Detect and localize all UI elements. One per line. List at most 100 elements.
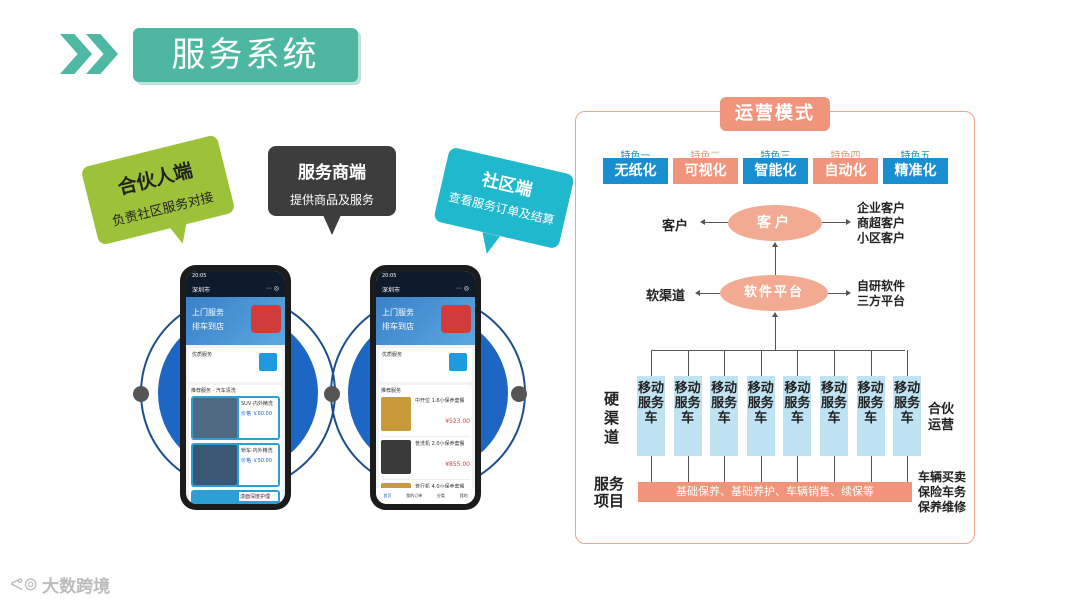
- chevron-icon: [60, 34, 92, 74]
- feature-box: 精准化: [883, 158, 948, 184]
- city-label: 深圳市: [382, 287, 401, 294]
- feature-box: 无纸化: [603, 158, 668, 184]
- list-header: 推荐服务: [381, 388, 402, 394]
- ops-title: 运营模式: [720, 97, 830, 131]
- connector: [775, 246, 776, 275]
- connector: [700, 293, 720, 294]
- car-image: [251, 305, 281, 333]
- connector: [828, 293, 848, 294]
- tab-bar: 首页 我的订单 分类 我的: [376, 488, 475, 504]
- car-connector: [834, 456, 835, 482]
- ring-dot: [133, 386, 149, 402]
- ring-dot: [511, 386, 527, 402]
- platform-right: 自研软件 三方平台: [857, 279, 905, 309]
- feature-tag: 特色一: [620, 151, 651, 162]
- item-name: 中开位 1.6小保养套餐: [415, 398, 465, 404]
- phone-screen: 20:05 深圳市 ⋯ ◎ 上门服务 排车到店 优质服务 推荐服务 · 汽车清洗…: [186, 271, 285, 504]
- service-type: 保险车务: [918, 485, 967, 499]
- list-item[interactable]: 中开位 1.6小保养套餐 ¥523.00: [381, 397, 470, 437]
- section-title: 优质服务: [192, 352, 213, 358]
- car-connector: [870, 456, 872, 482]
- section-title: 优质服务: [382, 352, 403, 358]
- customer-type: 企业客户: [857, 201, 906, 215]
- list-item[interactable]: SUV·内外精洗 价格 ￥60.00: [191, 396, 280, 440]
- nav-bar: 深圳市 ⋯ ◎: [376, 283, 475, 297]
- list-item[interactable]: 轿车·内外精洗 价格 ￥50.00: [191, 443, 280, 487]
- arrow-left-icon: [695, 290, 700, 296]
- list-item[interactable]: 普洗机 2.0小保养套餐 ¥855.00: [381, 440, 470, 480]
- car-connector: [687, 456, 689, 482]
- service-thumb: [193, 445, 237, 485]
- item-name: 轿车·内外精洗: [241, 448, 273, 454]
- item-price: 价格 ￥60.00: [241, 411, 272, 417]
- status-bar: 20:05: [376, 271, 475, 283]
- mobile-service-car: 移动服务车: [856, 376, 885, 456]
- arrow-right-icon: [846, 290, 851, 296]
- car-connector: [870, 350, 872, 376]
- quality-card: 优质服务: [189, 348, 282, 382]
- page-title: 服务系统: [133, 28, 358, 82]
- product-thumb: [381, 397, 411, 431]
- car-connector: [907, 456, 909, 482]
- feature-box: 智能化: [743, 158, 808, 184]
- car-connector: [907, 350, 909, 376]
- feature-box: 可视化: [673, 158, 738, 184]
- status-bar: 20:05: [186, 271, 285, 283]
- car-connector: [687, 350, 689, 376]
- list-header: 推荐服务 · 汽车清洗: [191, 388, 236, 394]
- community-bubble-tail: [477, 232, 501, 256]
- car-connector: [797, 456, 799, 482]
- tab-category[interactable]: 分类: [436, 493, 445, 498]
- mobile-service-car: 移动服务车: [893, 376, 922, 456]
- service-list: 推荐服务 中开位 1.6小保养套餐 ¥523.00 普洗机 2.0小保养套餐 ¥…: [379, 385, 472, 504]
- customer-right: 企业客户 商超客户 小区客户: [857, 201, 905, 246]
- connector: [775, 316, 776, 350]
- platform-left: 软渠道: [646, 289, 686, 304]
- customer-type: 商超客户: [857, 216, 906, 230]
- service-bar: 基础保养、基础养护、车辆销售、续保等: [638, 482, 912, 502]
- section-badge: [259, 353, 277, 371]
- partner-bubble: 合伙人端 负责社区服务对接: [80, 134, 236, 246]
- section-badge: [449, 353, 467, 371]
- brand-name: 大数跨境: [42, 577, 111, 597]
- tab-orders[interactable]: 我的订单: [406, 493, 423, 498]
- item-name: 普行机 4.0小保养套餐: [415, 484, 465, 490]
- service-items-label: 服务项目: [594, 475, 625, 510]
- promo-banner[interactable]: 上门服务 排车到店: [186, 297, 285, 345]
- customer-oval: 客户: [728, 205, 822, 241]
- feature-box: 自动化: [813, 158, 878, 184]
- customer-type: 小区客户: [857, 231, 906, 245]
- car-connector: [760, 456, 762, 482]
- tab-mine[interactable]: 我的: [459, 493, 468, 498]
- phone-partner: 20:05 深圳市 ⋯ ◎ 上门服务 排车到店 优质服务 推荐服务 · 汽车清洗…: [180, 265, 291, 510]
- phone-community: 20:05 深圳市 ⋯ ◎ 上门服务 排车到店 优质服务 推荐服务 中开位 1.…: [370, 265, 481, 510]
- city-label: 深圳市: [192, 287, 211, 294]
- car-connector: [651, 456, 652, 482]
- feature-tag: 特色二: [690, 151, 721, 162]
- arrow-right-icon: [846, 219, 851, 225]
- menu-icon[interactable]: ⋯ ◎: [265, 285, 279, 292]
- car-connector: [651, 350, 652, 376]
- feature-tag: 特色三: [760, 151, 791, 162]
- arrow-up-icon: [772, 312, 778, 317]
- promo-banner[interactable]: 上门服务 排车到店: [376, 297, 475, 345]
- item-name: SUV·内外精洗: [241, 401, 273, 407]
- car-connector: [834, 350, 835, 376]
- list-item[interactable]: 漆面深度护理: [191, 490, 280, 504]
- car-connector: [724, 350, 726, 376]
- customer-left: 客户: [662, 219, 689, 234]
- feature-tag: 特色四: [830, 151, 861, 162]
- item-price: ¥523.00: [445, 418, 470, 425]
- merchant-bubble: 服务商端 提供商品及服务: [268, 146, 396, 216]
- menu-icon[interactable]: ⋯ ◎: [455, 285, 469, 292]
- item-price: ¥855.00: [445, 461, 470, 468]
- connector: [705, 222, 728, 223]
- tab-home[interactable]: 首页: [383, 493, 392, 498]
- platform-type: 三方平台: [857, 294, 906, 308]
- service-right: 车辆买卖 保险车务 保养维修: [918, 470, 966, 515]
- service-list: 推荐服务 · 汽车清洗 SUV·内外精洗 价格 ￥60.00 轿车·内外精洗 价…: [189, 385, 282, 504]
- item-name: 普洗机 2.0小保养套餐: [415, 441, 465, 447]
- car-image: [441, 305, 471, 333]
- service-type: 车辆买卖: [918, 470, 967, 484]
- feature-tag: 特色五: [900, 151, 931, 162]
